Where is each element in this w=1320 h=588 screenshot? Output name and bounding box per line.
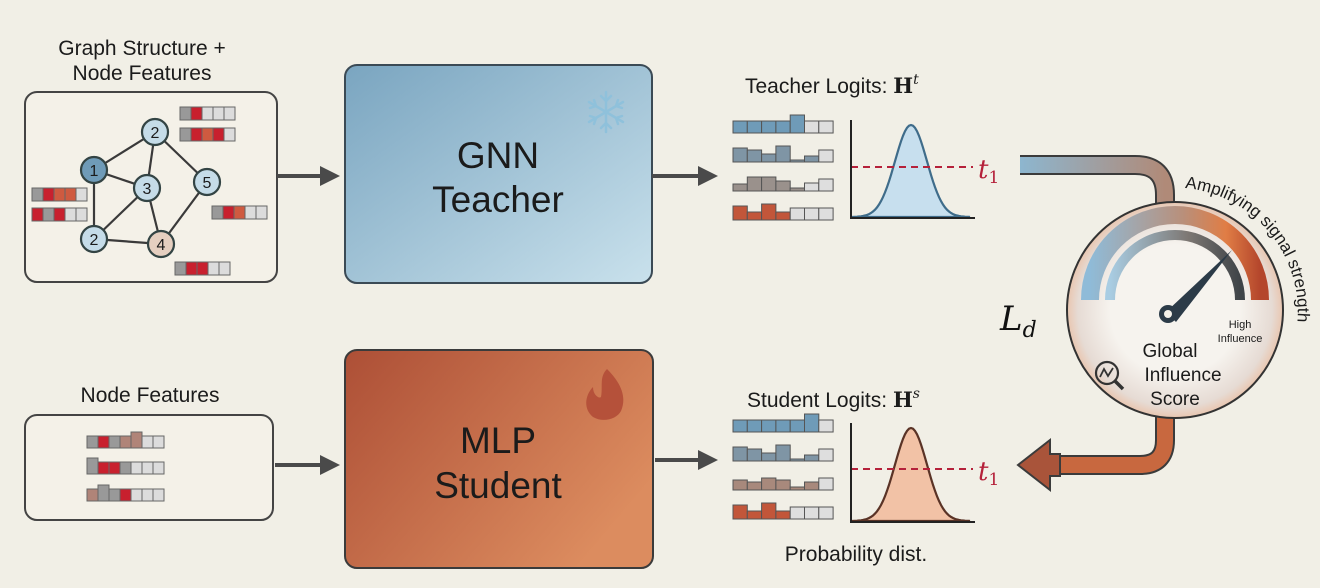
probability-caption: Probability dist. <box>785 543 927 566</box>
graph-nodes: 2 1 3 5 2 4 <box>79 117 222 259</box>
feature-vector <box>179 106 236 121</box>
graph-node-label: 3 <box>143 181 152 198</box>
student-distribution-curve <box>851 426 971 523</box>
graph-node: 2 <box>140 117 170 147</box>
flame-icon <box>586 369 624 420</box>
teacher-logits-label: Teacher Logits: Ht <box>745 72 919 98</box>
logit-vector <box>732 176 834 192</box>
teacher-distribution-curve <box>851 123 971 219</box>
teacher-logit-bars <box>732 114 834 221</box>
teacher-title-line2: Teacher <box>432 179 564 220</box>
feature-vector <box>86 431 165 449</box>
logit-vector <box>732 444 834 462</box>
student-plot-axes <box>850 423 975 523</box>
graph-node-label: 1 <box>90 163 99 180</box>
feature-vector <box>179 127 236 142</box>
graph-node: 5 <box>192 167 222 197</box>
teacher-threshold-label: t1 <box>978 155 999 188</box>
graph-input-title-line1: Graph Structure + <box>58 37 226 60</box>
magnifier-chart-icon <box>1094 360 1125 391</box>
graph-node: 2 <box>79 224 109 254</box>
teacher-title-line1: GNN <box>457 135 539 176</box>
feature-vector <box>86 457 165 475</box>
feature-vector <box>31 207 88 222</box>
student-logits-label: Student Logits: Hs <box>747 386 920 412</box>
pipe-teacher-to-gauge <box>1020 157 1173 210</box>
logit-vector <box>732 114 834 134</box>
gauge-title-line3: Score <box>1150 389 1200 410</box>
distillation-loss-symbol: Ld <box>999 299 1037 343</box>
graph-input-title-line2: Node Features <box>73 62 212 85</box>
feature-vector <box>86 484 165 502</box>
gauge-title-line1: Global <box>1143 341 1198 362</box>
gauge-needle <box>1166 250 1232 322</box>
snowflake-icon <box>587 90 625 134</box>
student-title-line2: Student <box>434 465 562 506</box>
student-distribution-plot: t1 <box>850 423 999 523</box>
gauge-high-label-line2: Influence <box>1218 333 1263 345</box>
pipe-gauge-to-student <box>1045 412 1173 473</box>
global-influence-gauge: High Influence Global Influence Score Am… <box>1066 173 1313 419</box>
graph-feature-vectors <box>31 106 268 276</box>
gauge-inner-arc <box>1105 230 1245 301</box>
student-input-title: Node Features <box>81 384 220 407</box>
graph-node-label: 2 <box>151 125 160 142</box>
logit-vector <box>732 145 834 163</box>
graph-node: 4 <box>146 229 176 259</box>
graph-node: 3 <box>132 173 162 203</box>
student-threshold-label: t1 <box>978 457 999 490</box>
teacher-plot-axes <box>850 120 975 219</box>
arrow-gauge-to-student-logits <box>1016 437 1061 493</box>
graph-node-label: 5 <box>203 175 212 192</box>
graph-node-label: 2 <box>90 232 99 249</box>
gauge-high-label-line1: High <box>1229 319 1252 331</box>
logit-vector <box>732 203 834 221</box>
student-logit-bars <box>732 413 834 520</box>
graph-node: 1 <box>79 155 109 185</box>
logit-vector <box>732 502 834 520</box>
gauge-outer-arc <box>1081 206 1269 301</box>
teacher-distribution-plot: t1 <box>850 120 999 219</box>
logit-vector <box>732 413 834 433</box>
graph-node-label: 4 <box>157 237 166 254</box>
feature-vector <box>174 261 231 276</box>
mlp-student-box <box>344 349 654 569</box>
feature-vector <box>211 205 268 220</box>
gauge-title-line2: Influence <box>1144 365 1221 386</box>
student-feature-vectors <box>86 431 165 502</box>
student-title-line1: MLP <box>460 420 536 461</box>
logit-vector <box>732 477 834 491</box>
feature-vector <box>31 187 88 202</box>
